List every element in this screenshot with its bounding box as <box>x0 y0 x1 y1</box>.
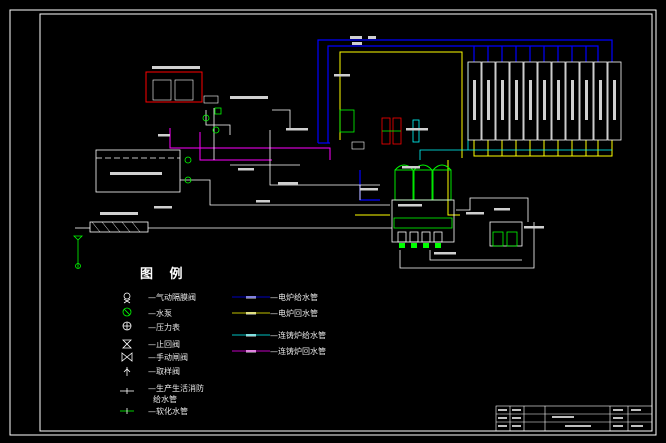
check-valve-icon <box>122 339 132 349</box>
water-supply-building <box>145 66 268 104</box>
furnace-unit <box>495 61 510 141</box>
furnace-unit <box>537 61 552 141</box>
legend-pipe-caster-supply: —连铸炉给水管 <box>270 330 326 340</box>
legend-item-production-water-line1: —生产生活消防 <box>148 383 204 393</box>
equipment-label-marks <box>154 74 544 255</box>
legend-pipe-furnace-supply: —电炉给水管 <box>270 292 318 302</box>
furnace-unit <box>551 61 566 141</box>
pipe-code-lines <box>232 296 270 352</box>
settling-basin <box>77 212 149 268</box>
furnace-unit <box>579 61 594 141</box>
heat-exchanger-group <box>339 109 420 150</box>
legend-pipe-caster-return: —连铸炉回水管 <box>270 346 326 356</box>
legend-item-production-water-line2: 给水管 <box>153 394 177 404</box>
legend-item-softened-water: —软化水管 <box>148 406 188 416</box>
legend-item-pump: —水泵 <box>148 308 172 318</box>
softened-water-pipe-icon <box>120 408 134 414</box>
furnace-unit <box>523 61 538 141</box>
title-block-marks <box>498 409 643 427</box>
outer-frame <box>9 9 657 436</box>
pump-marks <box>399 243 441 248</box>
legend-item-diaphragm-valve: —气动隔膜阀 <box>148 292 196 302</box>
production-water-pipe-icon <box>120 388 134 394</box>
furnace-unit <box>593 61 608 141</box>
pressure-gauge-icon <box>122 321 132 331</box>
pump-station <box>391 197 535 269</box>
furnace-unit <box>481 61 496 141</box>
pump-icon <box>122 307 132 317</box>
white-pipes-left <box>75 108 392 229</box>
legend-item-pressure-gauge: —压力表 <box>148 322 180 332</box>
sampling-valve-icon <box>123 367 131 376</box>
cooling-tower <box>394 164 452 201</box>
furnace-unit <box>467 61 482 141</box>
diaphragm-valve-icon <box>123 292 131 304</box>
furnace-unit <box>565 61 580 141</box>
magenta-pipes <box>169 128 331 161</box>
water-tank <box>95 149 181 193</box>
legend-title: 图 例 <box>140 266 189 282</box>
furnace-unit <box>607 61 622 141</box>
top-pipe-labels <box>350 36 376 45</box>
yellow-return-network <box>339 51 613 216</box>
legend-pipe-furnace-return: —电炉回水管 <box>270 308 318 318</box>
title-block <box>495 405 653 432</box>
gate-valve-icon <box>121 352 133 362</box>
legend-item-sampling-valve: —取样阀 <box>148 366 180 376</box>
furnace-unit <box>509 61 524 141</box>
blue-supply-network <box>317 39 613 201</box>
green-valves-left <box>73 107 222 269</box>
furnace-row <box>467 61 622 141</box>
legend-item-check-valve: —止回阀 <box>148 339 180 349</box>
legend-item-gate-valve: —手动闸阀 <box>148 352 188 362</box>
inner-frame <box>39 13 653 432</box>
pipe-code-marks <box>246 296 256 353</box>
furnace-label-marks <box>473 80 616 120</box>
